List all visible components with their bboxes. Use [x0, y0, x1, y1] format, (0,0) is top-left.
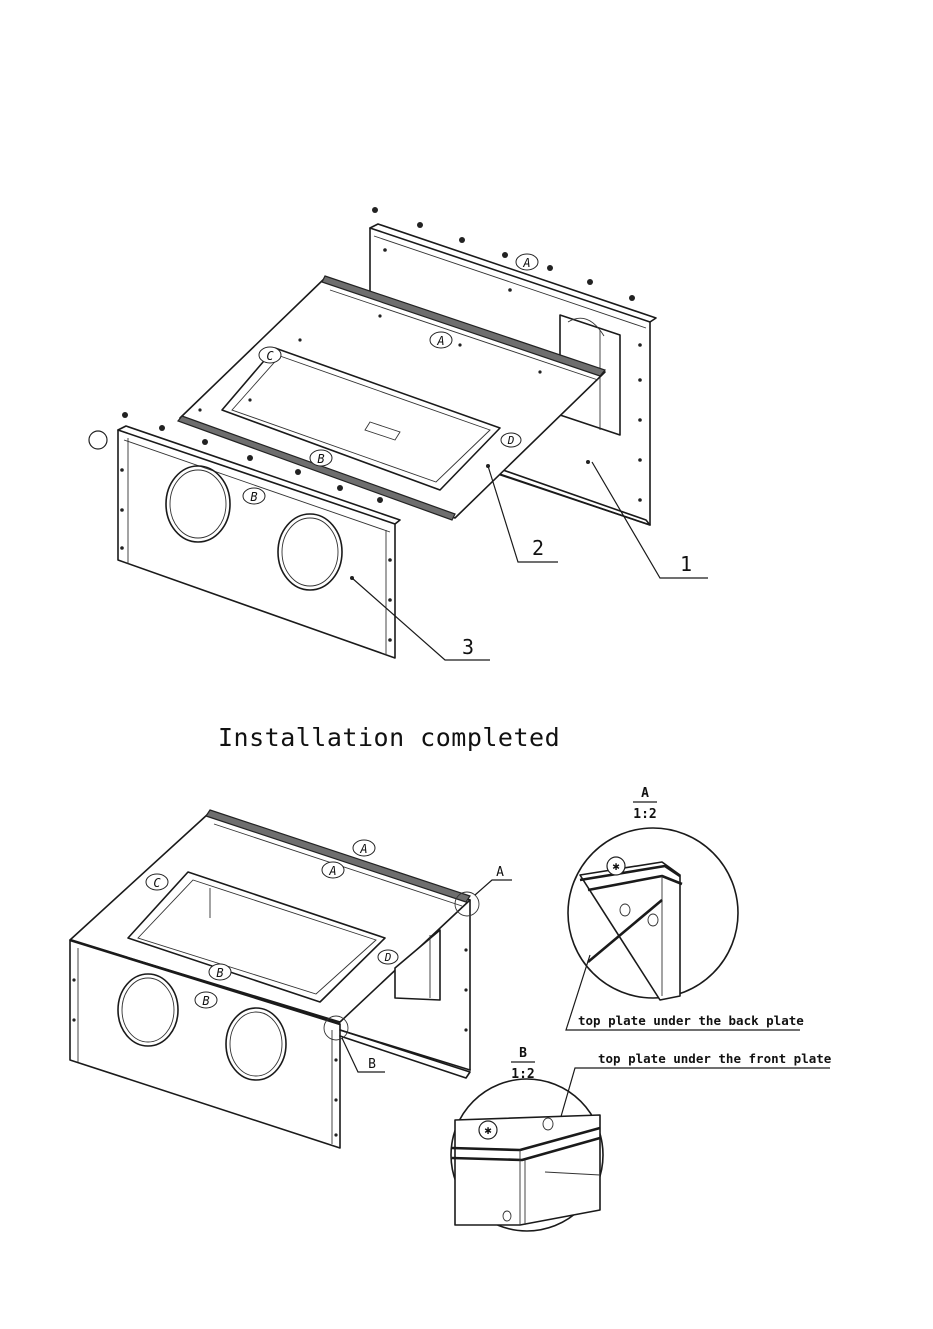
assembled-tag-b-front-label: B: [202, 994, 209, 1008]
assembled-tag-d: D: [378, 950, 398, 964]
detail-callout-b-label: B: [368, 1057, 376, 1072]
reference-circle: [89, 431, 107, 449]
detail-a-note: top plate under the back plate: [578, 1013, 804, 1028]
tag-c-top-label: C: [266, 349, 274, 363]
tag-c-top: C: [259, 347, 281, 363]
tag-a-back: A: [516, 254, 538, 270]
tag-d-top-label: D: [507, 434, 515, 447]
screw-head-b-icon: ✱: [484, 1123, 491, 1137]
tag-b-front: B: [243, 488, 265, 504]
assembled-tag-a-rail-label: A: [359, 842, 367, 856]
exploded-view: A A C D B B 1 2: [89, 207, 708, 660]
part-number-2: 2: [532, 536, 544, 560]
detail-a-scale: 1:2: [633, 807, 656, 822]
detail-a-name: A: [641, 786, 649, 801]
tag-b-top-label: B: [317, 452, 324, 466]
detail-b-note: top plate under the front plate: [598, 1051, 832, 1066]
assembled-tag-a-rail: A: [353, 840, 375, 856]
assembled-tag-b-top-label: B: [216, 966, 223, 980]
detail-callout-a: A: [455, 865, 512, 916]
assembled-tag-d-label: D: [384, 951, 392, 964]
detail-callout-a-label: A: [496, 865, 504, 880]
installation-title: Installation completed: [218, 723, 560, 752]
tag-d-top: D: [501, 433, 521, 447]
screw-head-a-icon: ✱: [612, 859, 619, 873]
tag-b-top: B: [310, 450, 332, 466]
tag-a-top: A: [430, 332, 452, 348]
detail-a: A 1:2 ✱ top plate under the back plate: [566, 786, 804, 1030]
assembled-tag-c-label: C: [153, 876, 161, 890]
assembled-tag-a-top: A: [322, 862, 344, 878]
tag-b-front-label: B: [250, 490, 257, 504]
tag-a-top-label: A: [436, 334, 444, 348]
assembled-tag-c: C: [146, 874, 168, 890]
assembled-view: A A C D B B A B: [70, 810, 512, 1148]
part-number-1: 1: [680, 552, 692, 576]
assembled-tag-a-top-label: A: [328, 864, 336, 878]
detail-b-name: B: [519, 1046, 527, 1061]
detail-b: B 1:2 top plate under the front plate ✱: [451, 1046, 832, 1231]
assembled-tag-b-top: B: [209, 964, 231, 980]
part-number-3: 3: [462, 635, 474, 659]
tag-a-back-label: A: [522, 256, 530, 270]
assembled-tag-b-front: B: [195, 992, 217, 1008]
